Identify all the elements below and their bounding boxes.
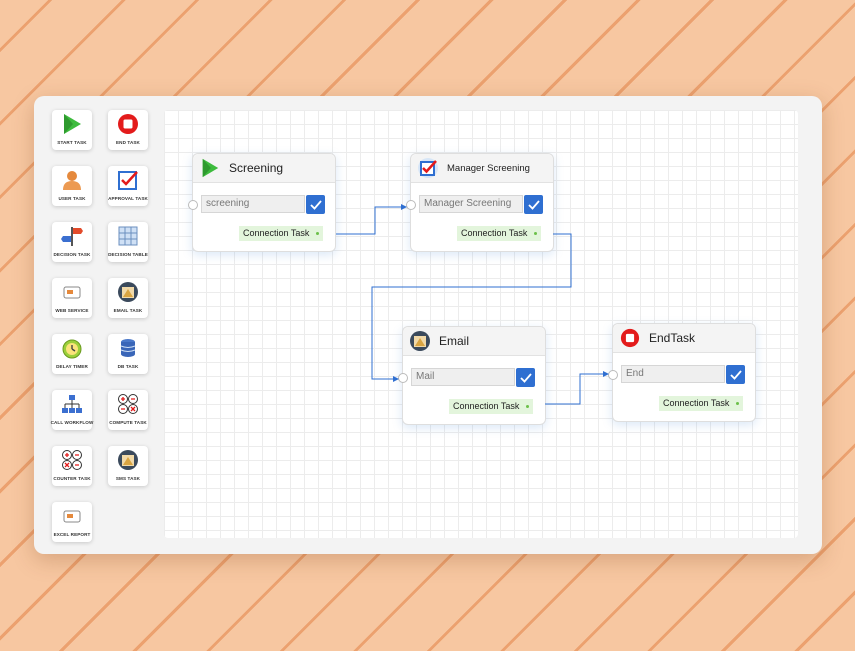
play-icon	[199, 157, 221, 179]
palette-user-task[interactable]: USER TASK	[52, 166, 92, 206]
counter-icon	[61, 449, 83, 471]
sms-avatar-icon	[117, 449, 139, 471]
confirm-checkbox[interactable]	[516, 368, 535, 387]
palette-approval-task[interactable]: APPROVAL TASK	[108, 166, 148, 206]
signpost-icon	[61, 225, 83, 247]
check-icon	[729, 369, 742, 380]
task-palette: START TASK END TASK USER TASK APPROVAL T…	[34, 96, 164, 554]
database-icon	[117, 337, 139, 359]
workflow-editor-window: START TASK END TASK USER TASK APPROVAL T…	[34, 96, 822, 554]
node-screening[interactable]: Screening screening Connection Task	[188, 153, 336, 252]
node-title: Email	[439, 334, 470, 348]
confirm-checkbox[interactable]	[306, 195, 325, 214]
calculator-icon	[117, 393, 139, 415]
palette-end-task[interactable]: END TASK	[108, 110, 148, 150]
status-dot	[736, 402, 740, 405]
node-name-input[interactable]: Manager Screening	[419, 195, 523, 213]
node-email[interactable]: Email Mail Connection Task	[398, 326, 546, 425]
node-title: EndTask	[649, 331, 696, 345]
node-name-input[interactable]: screening	[201, 195, 305, 213]
palette-decision-table[interactable]: DECISION TABLE	[108, 222, 148, 262]
node-title: Screening	[229, 161, 284, 175]
status-dot	[316, 232, 320, 235]
connection-task-badge[interactable]: Connection Task	[659, 396, 744, 411]
node-title: Manager Screening	[447, 162, 530, 174]
palette-db-task[interactable]: DB TASK	[108, 334, 148, 374]
node-header[interactable]: Email	[403, 327, 545, 356]
palette-delay-timer[interactable]: DELAY TIMER	[52, 334, 92, 374]
palette-web-service[interactable]: WEB SERVICE	[52, 278, 92, 318]
status-dot	[534, 232, 538, 235]
node-end-task[interactable]: EndTask End Connection Task	[608, 323, 756, 422]
node-name-input[interactable]: End	[621, 365, 725, 383]
palette-call-workflow[interactable]: CALL WORKFLOW	[51, 390, 93, 430]
confirm-checkbox[interactable]	[726, 365, 745, 384]
connection-task-badge[interactable]: Connection Task	[457, 226, 542, 241]
web-service-icon	[61, 281, 83, 303]
stop-icon	[619, 327, 641, 349]
input-port[interactable]	[398, 373, 408, 383]
palette-sms-task[interactable]: SMS TASK	[108, 446, 148, 486]
input-port[interactable]	[406, 200, 416, 210]
email-avatar-icon	[117, 281, 139, 303]
checkbox-icon	[417, 157, 439, 179]
workflow-canvas[interactable]: Screening screening Connection Task Mana…	[164, 110, 798, 538]
table-icon	[117, 225, 139, 247]
input-port[interactable]	[608, 370, 618, 380]
confirm-checkbox[interactable]	[524, 195, 543, 214]
check-icon	[527, 199, 540, 210]
user-icon	[61, 169, 83, 191]
timer-icon	[61, 337, 83, 359]
node-manager-screening[interactable]: Manager Screening Manager Screening Conn…	[406, 153, 554, 252]
palette-compute-task[interactable]: COMPUTE TASK	[108, 390, 148, 430]
node-name-input[interactable]: Mail	[411, 368, 515, 386]
report-icon	[61, 505, 83, 527]
palette-counter-task[interactable]: COUNTER TASK	[52, 446, 92, 486]
node-header[interactable]: Manager Screening	[411, 154, 553, 183]
palette-start-task[interactable]: START TASK	[52, 110, 92, 150]
check-icon	[309, 199, 322, 210]
checkbox-icon	[117, 169, 139, 191]
node-header[interactable]: Screening	[193, 154, 335, 183]
workflow-icon	[61, 393, 83, 415]
palette-decision-task[interactable]: DECISION TASK	[52, 222, 92, 262]
connection-task-badge[interactable]: Connection Task	[449, 399, 534, 414]
connection-task-badge[interactable]: Connection Task	[239, 226, 324, 241]
palette-excel-report[interactable]: EXCEL REPORT	[52, 502, 92, 542]
node-header[interactable]: EndTask	[613, 324, 755, 353]
check-icon	[519, 372, 532, 383]
input-port[interactable]	[188, 200, 198, 210]
status-dot	[526, 405, 530, 408]
palette-email-task[interactable]: EMAIL TASK	[108, 278, 148, 318]
stop-icon	[117, 113, 139, 135]
play-icon	[61, 113, 83, 135]
email-avatar-icon	[409, 330, 431, 352]
